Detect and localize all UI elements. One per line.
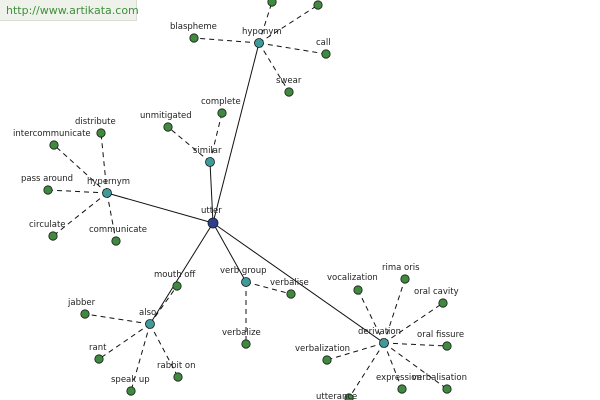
edge-also-rant [98, 323, 151, 360]
word-label-utterance: utterance [316, 392, 357, 400]
word-node-clipped-1[interactable] [313, 0, 323, 10]
word-node-unmitigated[interactable] [163, 122, 173, 132]
edge-utter-hypernym [106, 192, 214, 224]
edge-utter-derivation [212, 222, 385, 344]
relation-label-also: also [139, 308, 156, 318]
relation-label-derivation: derivation [358, 327, 401, 337]
relation-node-also[interactable] [145, 319, 155, 329]
edge-hypernym-distribute [100, 132, 108, 194]
word-node-oral-cavity[interactable] [438, 298, 448, 308]
word-node-jabber[interactable] [80, 309, 90, 319]
word-label-vocalization: vocalization [327, 273, 378, 283]
word-node-mouth-off[interactable] [172, 281, 182, 291]
edge-hyponym-clipped-0 [258, 1, 273, 44]
edge-derivation-oral-fissure [383, 342, 448, 347]
word-label-unmitigated: unmitigated [140, 111, 192, 121]
word-label-verbalization: verbalization [295, 344, 350, 354]
word-node-rima-oris[interactable] [400, 274, 410, 284]
word-label-verbalisation: verbalisation [412, 373, 467, 383]
word-node-verbalization[interactable] [322, 355, 332, 365]
word-node-vocalization[interactable] [353, 285, 363, 295]
edge-also-rabbit-on [149, 323, 179, 378]
word-label-rabbit-on: rabbit on [157, 361, 195, 371]
edge-hypernym-circulate [52, 192, 108, 237]
edge-derivation-verbalization [326, 342, 385, 361]
word-label-verbalise: verbalise [270, 278, 309, 288]
word-node-complete[interactable] [217, 108, 227, 118]
word-label-rant: rant [89, 343, 107, 353]
word-node-pass-around[interactable] [43, 185, 53, 195]
relation-node-hypernym[interactable] [102, 188, 112, 198]
edge-hyponym-clipped-1 [258, 4, 319, 44]
word-label-oral-fissure: oral fissure [417, 330, 464, 340]
word-label-pass-around: pass around [21, 174, 73, 184]
word-node-clipped-0[interactable] [267, 0, 277, 7]
edge-hypernym-intercommunicate [53, 144, 108, 194]
word-label-speak-up: speak up [111, 375, 150, 385]
word-label-expression: expression [376, 373, 422, 383]
word-node-verbalize[interactable] [241, 339, 251, 349]
word-node-intercommunicate[interactable] [49, 140, 59, 150]
word-node-communicate[interactable] [111, 236, 121, 246]
word-node-oral-fissure[interactable] [442, 341, 452, 351]
word-label-swear: swear [276, 76, 302, 86]
word-node-expression[interactable] [397, 384, 407, 394]
word-label-communicate: communicate [89, 225, 147, 235]
word-node-blaspheme[interactable] [189, 33, 199, 43]
edge-derivation-utterance [348, 342, 385, 399]
edge-derivation-vocalization [357, 289, 385, 344]
word-node-speak-up[interactable] [126, 386, 136, 396]
edge-derivation-rima-oris [383, 278, 406, 344]
word-label-blaspheme: blaspheme [170, 22, 217, 32]
edge-also-jabber [84, 313, 151, 325]
center-label-utter: utter [201, 206, 222, 216]
word-label-jabber: jabber [67, 298, 96, 308]
edge-hyponym-call [258, 42, 327, 55]
word-node-circulate[interactable] [48, 231, 58, 241]
center-node-utter[interactable] [207, 217, 219, 229]
word-label-circulate: circulate [29, 220, 66, 230]
word-label-complete: complete [201, 97, 241, 107]
relation-node-derivation[interactable] [379, 338, 389, 348]
relation-label-verb-group: verb group [220, 266, 267, 276]
word-label-distribute: distribute [75, 117, 116, 127]
relation-label-hypernym: hypernym [87, 177, 130, 187]
word-node-utterance[interactable] [344, 393, 354, 400]
edge-hypernym-communicate [106, 192, 117, 242]
relation-label-similar: similar [193, 146, 222, 156]
word-label-oral-cavity: oral cavity [414, 287, 459, 297]
edge-utter-also [149, 222, 214, 325]
edge-utter-verb-group [212, 222, 247, 283]
word-label-mouth-off: mouth off [154, 270, 196, 280]
edge-also-mouth-off [149, 285, 178, 325]
relation-label-hyponym: hyponym [242, 27, 282, 37]
word-node-verbalisation[interactable] [442, 384, 452, 394]
edge-utter-similar [209, 161, 214, 224]
edge-similar-unmitigated [167, 126, 211, 163]
relation-node-hyponym[interactable] [254, 38, 264, 48]
word-node-swear[interactable] [284, 87, 294, 97]
word-label-call: call [316, 38, 331, 48]
word-label-verbalize: verbalize [222, 328, 261, 338]
relation-node-verb-group[interactable] [241, 277, 251, 287]
edge-hypernym-pass-around [47, 189, 108, 194]
site-url-link[interactable]: http://www.artikata.com [0, 0, 139, 21]
edge-derivation-verbalisation [383, 342, 448, 390]
word-node-rabbit-on[interactable] [173, 372, 183, 382]
relation-node-similar[interactable] [205, 157, 215, 167]
edge-utter-hyponym [212, 42, 260, 224]
word-label-rima-oris: rima oris [382, 263, 420, 273]
word-node-call[interactable] [321, 49, 331, 59]
word-node-distribute[interactable] [96, 128, 106, 138]
word-label-intercommunicate: intercommunicate [13, 129, 91, 139]
edge-derivation-oral-cavity [383, 302, 444, 344]
word-node-verbalise[interactable] [286, 289, 296, 299]
edge-verb-group-verbalise [245, 281, 292, 295]
edge-hyponym-blaspheme [193, 37, 260, 44]
word-node-rant[interactable] [94, 354, 104, 364]
edge-hyponym-swear [258, 42, 290, 93]
edge-also-speak-up [130, 323, 151, 392]
